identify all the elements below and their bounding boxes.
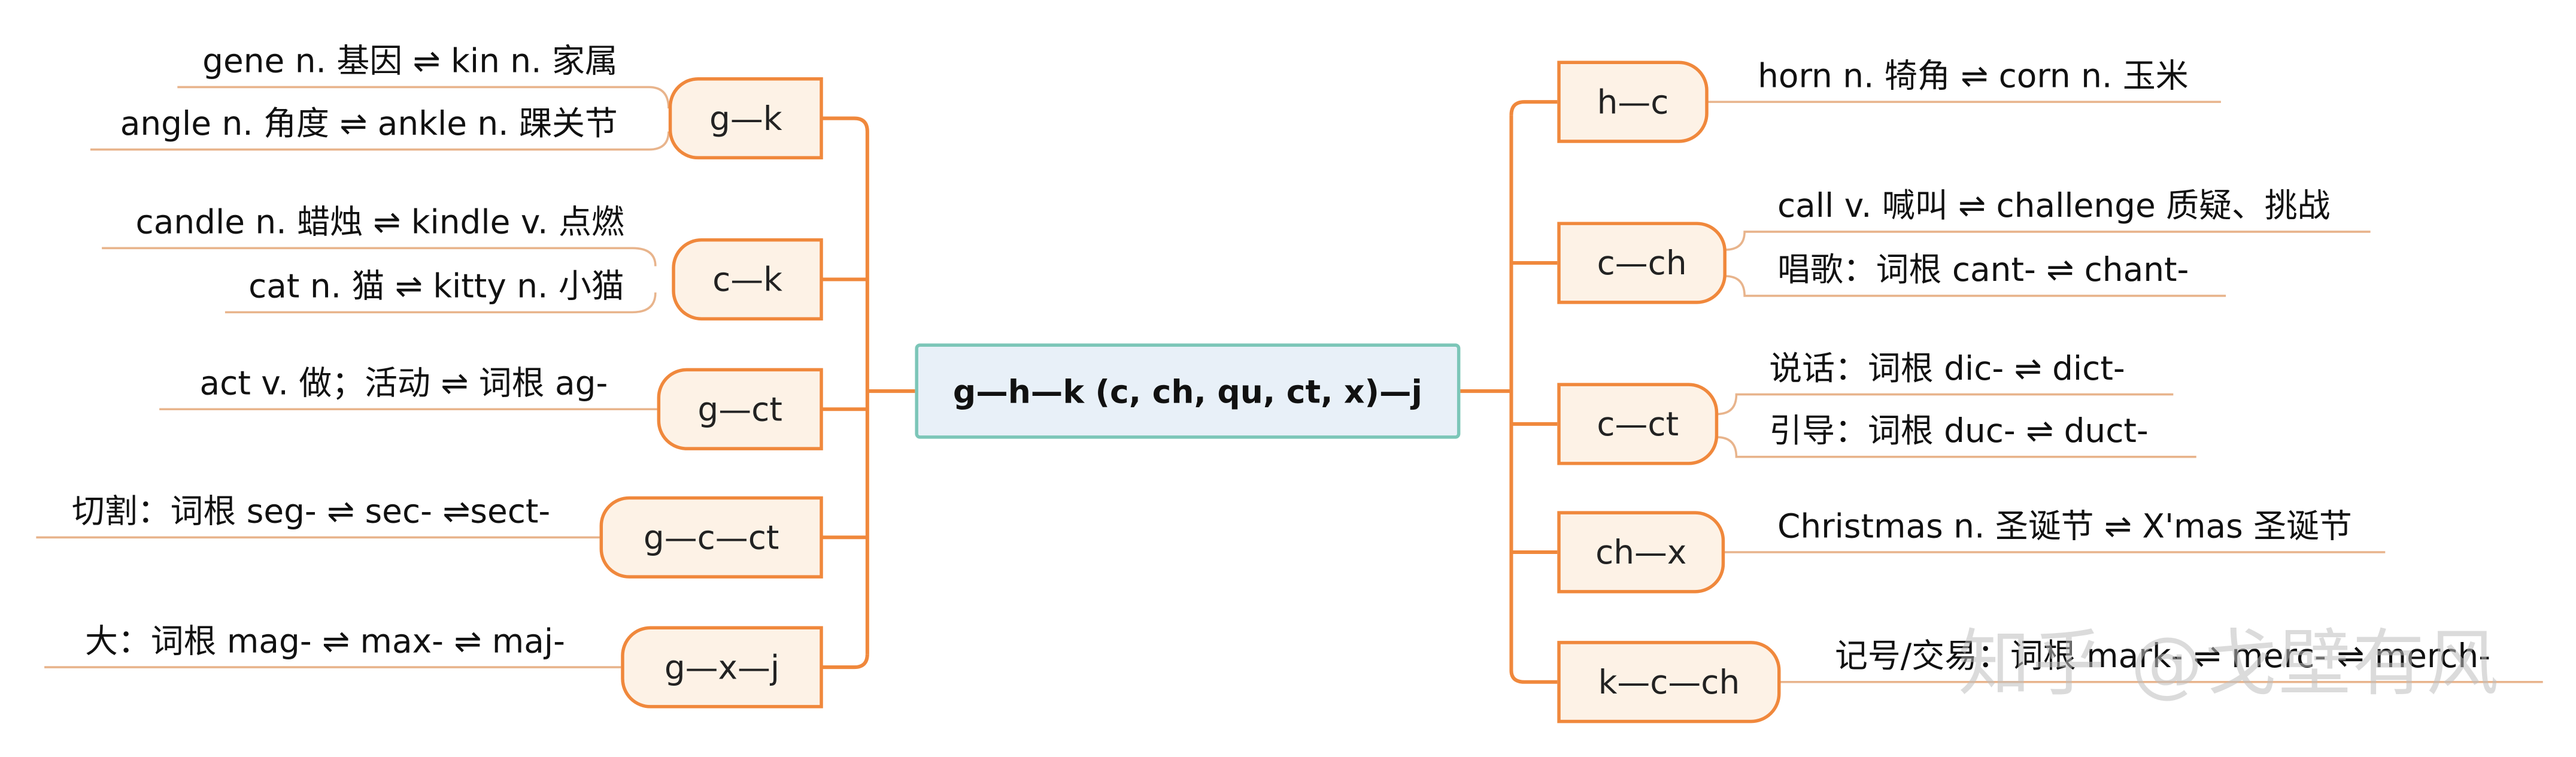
branch-node-g-ct[interactable]: g—ct (657, 368, 823, 450)
root-node[interactable]: g—h—k (c, ch, qu, ct, x)—j (915, 343, 1461, 439)
leaf-christmas-xmas: Christmas n. 圣诞节 ⇌ X'mas 圣诞节 (1777, 506, 2352, 546)
leaf-angle-ankle: angle n. 角度 ⇌ ankle n. 踝关节 (120, 103, 618, 143)
leaf-line-right-2b (1725, 275, 2226, 297)
leaf-dic-dict: 说话：词根 dic- ⇌ dict- (1769, 348, 2125, 388)
leaf-line-left-2b (224, 292, 657, 314)
leaf-cant-chant: 唱歌：词根 cant- ⇌ chant- (1777, 250, 2189, 289)
leaf-mark-merc-merch: 记号/交易：词根 mark- ⇌ merc- ⇌ merch- (1835, 635, 2491, 676)
leaf-line-right-2a (1725, 231, 2371, 251)
branch-node-g-x-j[interactable]: g—x—j (621, 626, 823, 708)
leaf-line-right-3b (1716, 436, 2196, 458)
leaf-act-ag: act v. 做；活动 ⇌ 词根 ag- (199, 363, 608, 403)
branch-node-c-k[interactable]: c—k (672, 238, 823, 321)
leaf-line-right-3a (1716, 393, 2174, 416)
connector-right-5 (1509, 670, 1558, 684)
leaf-line-left-1b (90, 131, 670, 151)
branch-node-k-c-ch[interactable]: k—c—ch (1557, 641, 1781, 723)
branch-node-g-k[interactable]: g—k (668, 77, 823, 160)
leaf-gene-kin: gene n. 基因 ⇌ kin n. 家属 (202, 41, 618, 81)
connector-left-5 (821, 653, 869, 670)
leaf-seg-sec-sect: 切割：词根 seg- ⇌ sec- ⇌sect- (71, 491, 551, 531)
branch-node-h-c[interactable]: h—c (1557, 60, 1709, 143)
branch-node-ch-x[interactable]: ch—x (1557, 511, 1725, 594)
leaf-horn-corn: horn n. 犄角 ⇌ corn n. 玉米 (1758, 56, 2189, 96)
leaf-duc-duct: 引导：词根 duc- ⇌ duct- (1769, 411, 2149, 450)
leaf-line-left-1a (177, 86, 670, 109)
connector-right-1 (1509, 100, 1558, 116)
leaf-call-challenge: call v. 喊叫 ⇌ challenge 质疑、挑战 (1777, 186, 2331, 225)
leaf-line-left-2a (102, 247, 657, 267)
leaf-candle-kindle: candle n. 蜡烛 ⇌ kindle v. 点燃 (135, 202, 624, 242)
branch-node-g-c-ct[interactable]: g—c—ct (599, 496, 823, 579)
branch-node-c-ct[interactable]: c—ct (1557, 383, 1719, 465)
leaf-mag-max-maj: 大：词根 mag- ⇌ max- ⇌ maj- (84, 621, 565, 661)
branch-node-c-ch[interactable]: c—ch (1557, 222, 1727, 304)
leaf-cat-kitty: cat n. 猫 ⇌ kitty n. 小猫 (248, 266, 624, 306)
connector-left-1 (821, 116, 869, 132)
